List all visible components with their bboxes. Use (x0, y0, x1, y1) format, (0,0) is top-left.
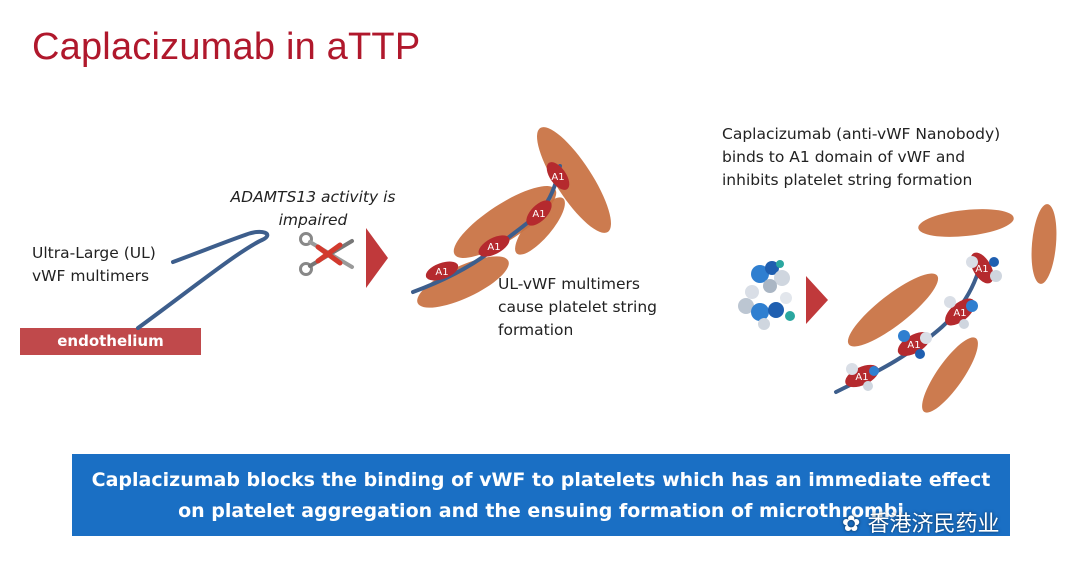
a1-text: A1 (551, 172, 564, 183)
adamts-label-line: impaired (278, 211, 348, 229)
platelet (847, 273, 939, 347)
a1-text: A1 (975, 264, 988, 275)
ul-vwf-strand (136, 229, 270, 330)
capla-label-line: Caplacizumab (anti-vWF Nanobody) (722, 125, 1001, 143)
a1-domain: A1 (944, 296, 978, 329)
a1-domain: A1 (845, 363, 879, 391)
endothelium-bar: endothelium (20, 328, 201, 355)
mechanism-diagram: A1 A1 A1 A1 (136, 127, 1057, 413)
platelet-string-label: UL-vWF multimers cause platelet string f… (498, 273, 657, 342)
caplacizumab-label: Caplacizumab (anti-vWF Nanobody) binds t… (722, 123, 1000, 192)
inhibited-cluster: A1 A1 A1 A1 (834, 204, 1057, 413)
nanobody-molecule-icon (738, 260, 795, 330)
a1-domain: A1 (425, 261, 459, 281)
banner-line: on platelet aggregation and the ensuing … (178, 500, 904, 522)
a1-domain: A1 (526, 200, 552, 226)
a1-domain: A1 (966, 252, 1002, 284)
a1-text: A1 (855, 372, 868, 383)
ul-label-line: vWF multimers (32, 267, 150, 285)
watermark-text: 香港济民药业 (867, 512, 1000, 537)
a1-domain: A1 (897, 330, 932, 359)
string-label-line: cause platelet string (498, 298, 657, 316)
scissors-icon (299, 232, 354, 276)
string-label-line: UL-vWF multimers (498, 275, 640, 293)
platelet-string-cluster: A1 A1 A1 A1 (411, 127, 611, 308)
a1-text: A1 (532, 209, 545, 220)
a1-domain: A1 (478, 235, 510, 257)
a1-domain: A1 (546, 162, 570, 190)
platelet (922, 337, 978, 413)
summary-banner: Caplacizumab blocks the binding of vWF t… (72, 454, 1010, 536)
arrow-1 (366, 228, 388, 288)
capla-label-line: binds to A1 domain of vWF and (722, 148, 966, 166)
a1-text: A1 (907, 340, 920, 351)
arrow-2 (806, 276, 828, 324)
wechat-icon: ✿ (842, 512, 861, 537)
a1-text: A1 (487, 242, 500, 253)
adamts13-label: ADAMTS13 activity is impaired (228, 186, 398, 232)
capla-label-line: inhibits platelet string formation (722, 171, 973, 189)
a1-text: A1 (953, 308, 966, 319)
ul-label-line: Ultra-Large (UL) (32, 244, 156, 262)
slide-title: Caplacizumab in aTTP (32, 26, 421, 68)
ul-vwf-label: Ultra-Large (UL) vWF multimers (32, 242, 156, 288)
adamts-label-line: ADAMTS13 activity is (230, 188, 396, 206)
platelet (918, 209, 1014, 237)
platelet (537, 127, 611, 233)
watermark: ✿ 香港济民药业 (842, 506, 999, 538)
platelet (417, 256, 509, 308)
platelet (1031, 204, 1057, 284)
platelet (453, 186, 557, 258)
string-label-line: formation (498, 321, 574, 339)
a1-text: A1 (435, 267, 448, 278)
banner-line: Caplacizumab blocks the binding of vWF t… (91, 469, 991, 491)
platelet (515, 197, 565, 255)
